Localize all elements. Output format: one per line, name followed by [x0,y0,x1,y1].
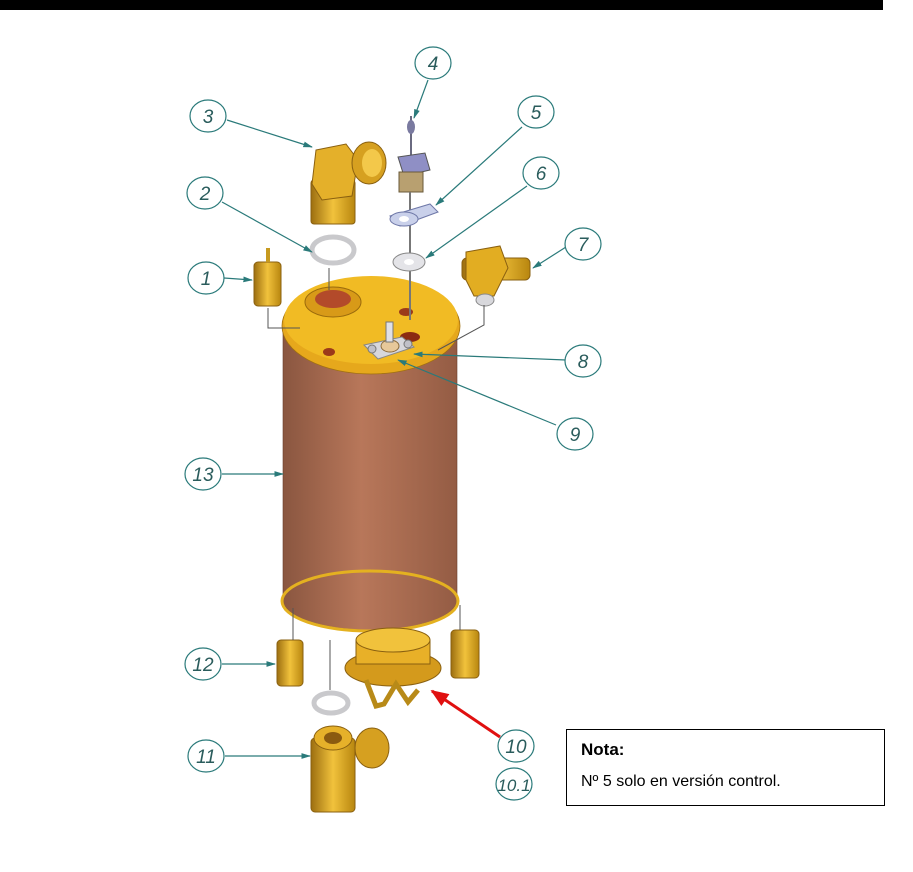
callout-9: 9 [570,425,581,446]
callout-5: 5 [531,103,542,124]
heater-flange [344,627,442,709]
callout-7: 7 [578,235,590,256]
callout-leaders [221,79,567,759]
bottom-plug-left [276,639,304,687]
tank-lid [281,276,461,375]
bottom-plug-right [450,629,480,679]
note-box: Nota: Nº 5 solo en versión control. [566,729,885,806]
leader-3 [226,119,313,148]
leader-7 [532,246,567,269]
note-title: Nota: [581,740,625,759]
gasket-ring-upper [309,234,357,266]
top-rule [0,0,883,10]
elbow-fitting [310,141,387,225]
assembly-lines [267,268,485,690]
leader-2 [221,201,313,253]
callout-8: 8 [578,352,589,373]
callout-12: 12 [192,655,214,676]
leader-10-red [430,689,501,739]
flat-washer [392,252,426,272]
callout-6: 6 [536,164,547,185]
callout-11: 11 [196,747,216,768]
callout-3: 3 [203,107,214,128]
callout-2: 2 [199,184,211,205]
leader-9 [397,359,557,426]
gasket-ring-lower [311,690,351,716]
leader-8 [413,351,567,361]
callout-4: 4 [428,54,439,75]
tee-fitting [461,245,531,307]
callout-10: 10 [505,737,527,758]
leader-5 [435,126,523,206]
callout-1: 1 [201,269,212,290]
callout-13: 13 [192,465,214,486]
tab-washer [389,203,439,227]
callout-10-1: 10.1 [497,776,530,795]
note-text: Nº 5 solo en versión control. [581,773,781,790]
bottom-tee-fitting [310,725,390,813]
leader-1 [223,276,253,283]
callout-bubbles [184,46,602,801]
thermostat-bracket [362,321,416,360]
leader-6 [425,185,528,259]
plug-fitting [253,248,282,307]
leader-4 [413,79,429,119]
